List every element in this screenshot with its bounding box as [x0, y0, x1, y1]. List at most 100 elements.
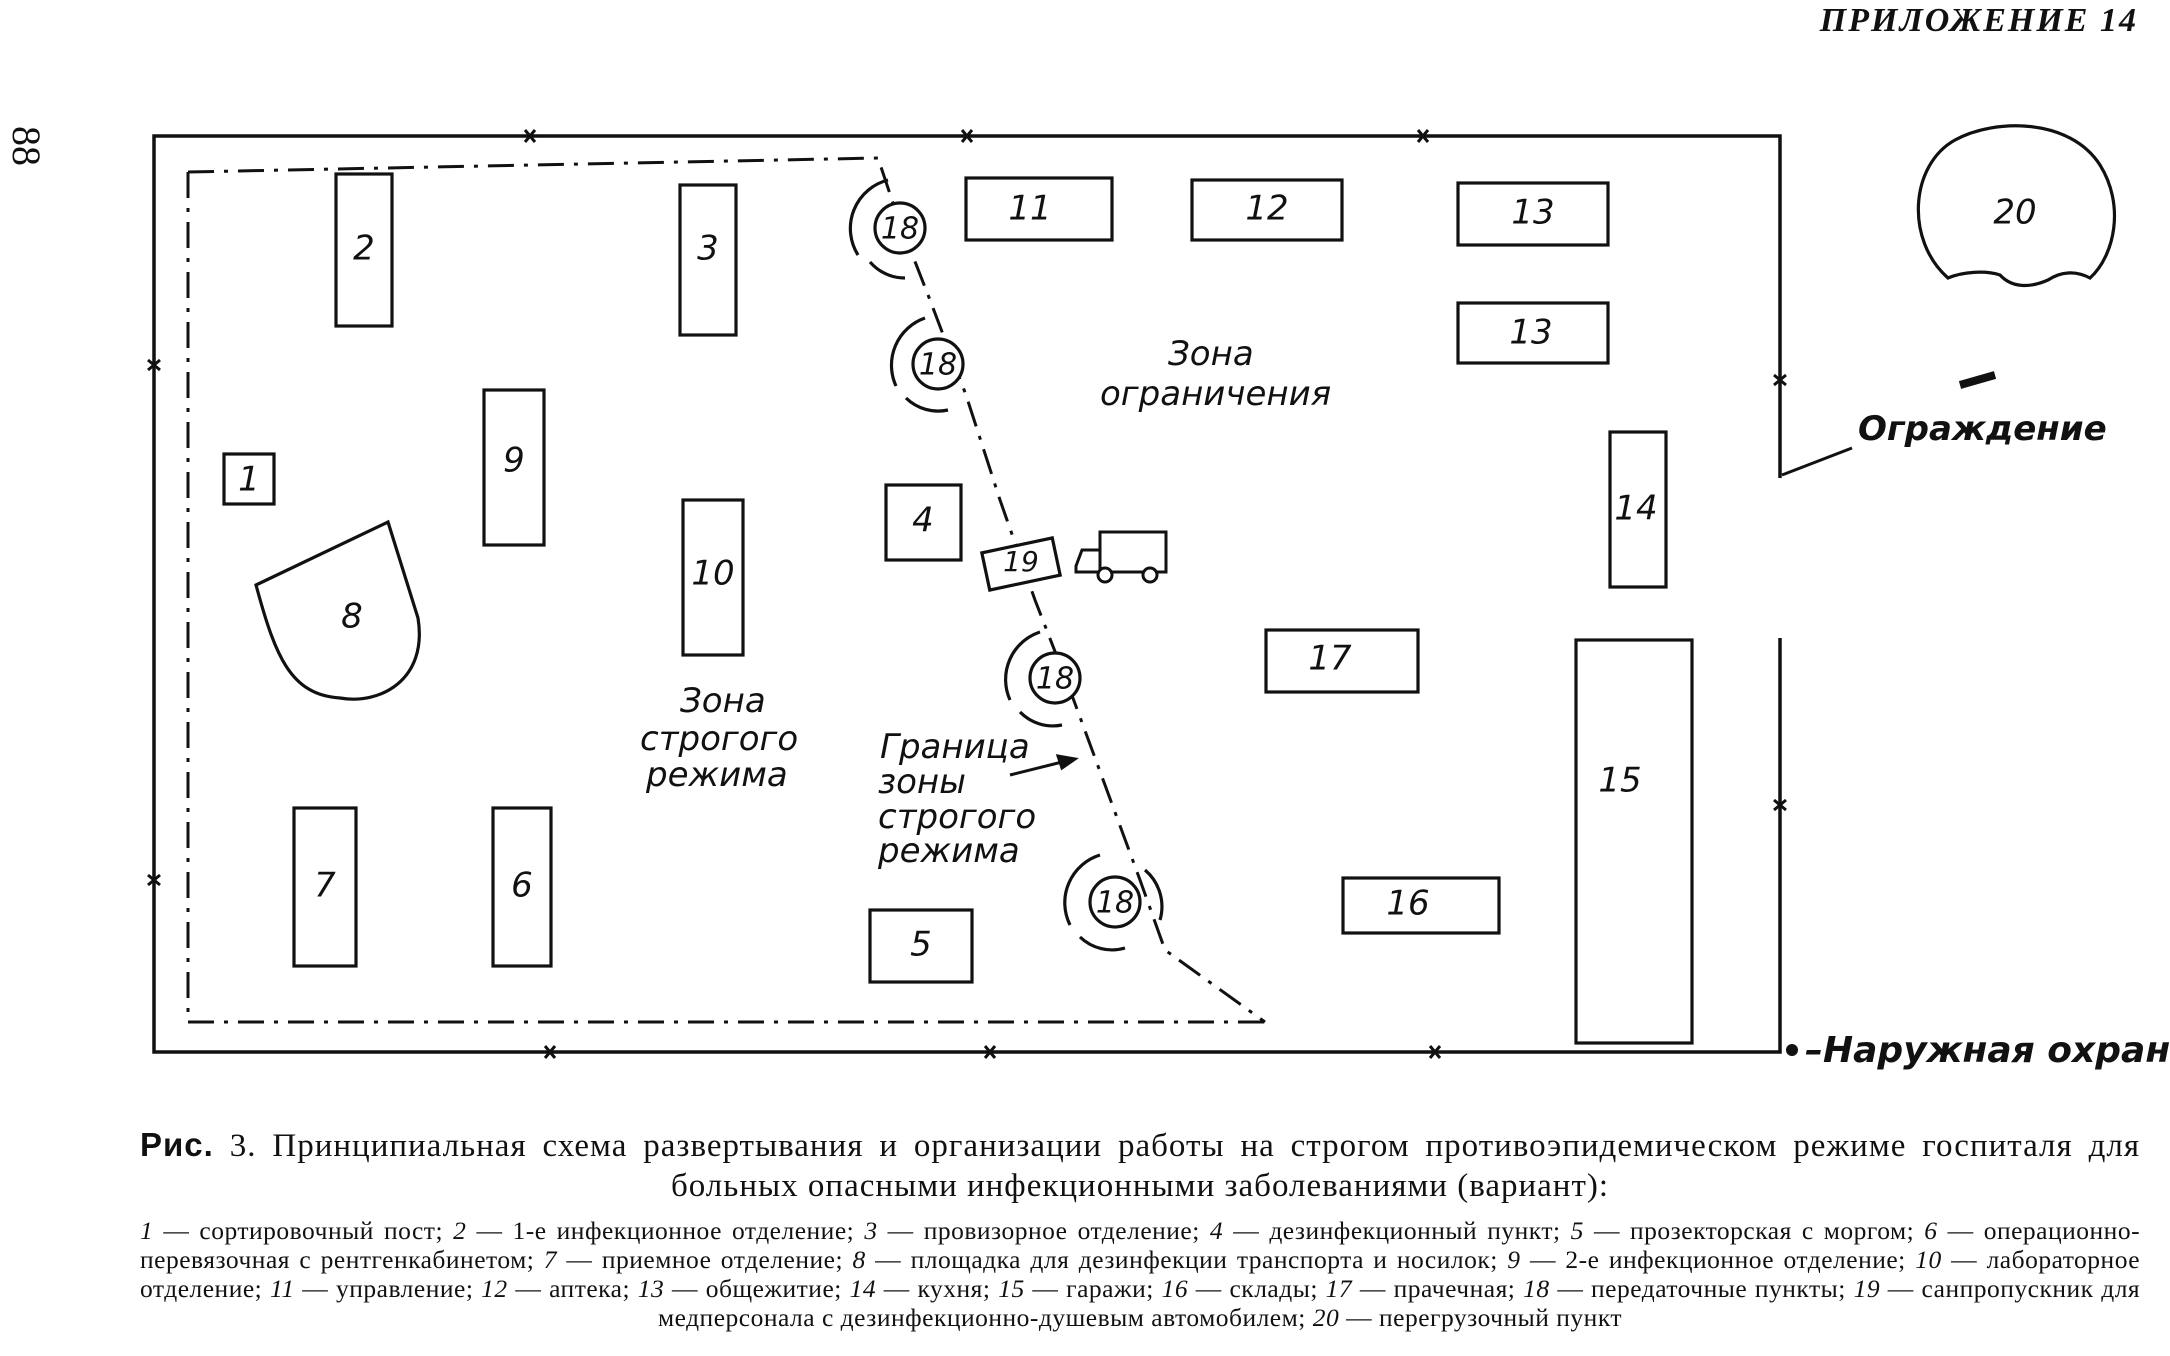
svg-text:6: 6 — [511, 866, 533, 906]
building-14: 14 — [1608, 430, 1668, 589]
border-label-line4: режима — [877, 831, 1020, 871]
svg-text:9: 9 — [503, 441, 525, 481]
svg-text:11: 11 — [1008, 189, 1051, 229]
legend-text: управление; — [336, 1274, 474, 1303]
building-19: 19 — [979, 536, 1063, 592]
legend-number: 17 — [1325, 1274, 1353, 1303]
legend-item: 2 — 1-е инфекционное отделение; — [453, 1216, 855, 1245]
legend-number: 16 — [1161, 1274, 1189, 1303]
caption-text: Принципиальная схема развертывания и орг… — [272, 1128, 2141, 1204]
svg-text:18: 18 — [1096, 886, 1134, 921]
svg-text:2: 2 — [353, 229, 375, 269]
fence-label: Ограждение — [1858, 409, 2107, 449]
building-6: 6 — [491, 806, 553, 968]
legend-item: 3 — провизорное отделение; — [864, 1216, 1200, 1245]
building-12: 12 — [1190, 178, 1344, 242]
building-1: 1 — [222, 452, 276, 506]
legend: 1 — сортировочный пост; 2 — 1-е инфекцио… — [140, 1216, 2140, 1332]
legend-item: 20 — перегрузочный пункт — [1312, 1303, 1623, 1332]
outer-guard-label: –Наружная охрана — [1805, 1030, 2170, 1071]
legend-item: 17 — прачечная; — [1325, 1274, 1516, 1303]
legend-number: 20 — [1312, 1303, 1340, 1332]
legend-text: склады; — [1229, 1274, 1318, 1303]
zone-strict-line3: режима — [645, 755, 788, 795]
building-20: 20 — [1916, 124, 2117, 287]
legend-number: 3 — [864, 1216, 878, 1245]
building-10: 10 — [681, 498, 745, 657]
legend-text: 2-е инфекционное отделение; — [1565, 1245, 1906, 1274]
building-5: 5 — [868, 908, 974, 984]
legend-number: 7 — [543, 1245, 557, 1274]
outer-guard-dot — [1786, 1044, 1798, 1056]
zone-restriction-line1: Зона — [1168, 334, 1254, 374]
transfer-point-18-1: 18 — [848, 178, 927, 280]
transfer-point-18-2: 18 — [889, 316, 965, 413]
transfer-point-18-4: 18 — [1063, 853, 1164, 952]
zone-strict-line2: строгого — [640, 719, 798, 759]
legend-item: 5 — прозекторская с моргом; — [1570, 1216, 1915, 1245]
legend-item: 16 — склады; — [1161, 1274, 1318, 1303]
border-label-line2: зоны — [878, 762, 966, 802]
fence-leader — [1781, 371, 1997, 477]
legend-number: 1 — [140, 1216, 154, 1245]
svg-text:12: 12 — [1245, 189, 1288, 229]
svg-text:8: 8 — [341, 597, 363, 637]
building-2: 2 — [334, 172, 394, 328]
figure-number: 3. — [229, 1128, 257, 1164]
outer-guard-marks — [147, 129, 1787, 1059]
legend-text: дезинфекционный пункт; — [1269, 1216, 1561, 1245]
building-15: 15 — [1574, 638, 1694, 1045]
svg-text:13: 13 — [1509, 313, 1552, 353]
legend-number: 15 — [998, 1274, 1025, 1303]
legend-text: прачечная; — [1393, 1274, 1516, 1303]
legend-item: 7 — приемное отделение; — [543, 1245, 844, 1274]
building-13a: 13 — [1456, 181, 1610, 247]
legend-number: 2 — [453, 1216, 467, 1245]
legend-item: 18 — передаточные пункты; — [1523, 1274, 1846, 1303]
zone-labels: Зона ограничения Зона строгого режима Гр… — [640, 334, 2170, 1071]
border-label-line3: строгого — [878, 797, 1036, 837]
legend-item: 15 — гаражи; — [998, 1274, 1154, 1303]
svg-text:4: 4 — [912, 501, 934, 541]
svg-text:18: 18 — [919, 348, 957, 383]
svg-text:13: 13 — [1511, 193, 1554, 233]
legend-text: кухня; — [917, 1274, 991, 1303]
legend-number: 10 — [1915, 1245, 1942, 1274]
buildings: 1 2 3 4 5 6 7 8 9 10 11 12 13 13 14 15 1… — [222, 124, 2117, 1045]
legend-number: 18 — [1523, 1274, 1550, 1303]
disinfection-vehicle-icon — [1074, 530, 1168, 584]
building-8: 8 — [254, 519, 421, 701]
legend-text: гаражи; — [1066, 1274, 1154, 1303]
svg-text:7: 7 — [314, 866, 336, 906]
legend-item: 14 — кухня; — [849, 1274, 991, 1303]
legend-number: 12 — [481, 1274, 508, 1303]
svg-text:15: 15 — [1598, 761, 1641, 801]
legend-text: общежитие; — [705, 1274, 842, 1303]
transfer-point-18-3: 18 — [1004, 630, 1082, 728]
legend-text: прозекторская с моргом; — [1630, 1216, 1915, 1245]
legend-text: перегрузочный пункт — [1378, 1303, 1623, 1332]
zone-strict-line1: Зона — [680, 681, 766, 721]
legend-item: 12 — аптека; — [481, 1274, 631, 1303]
legend-number: 11 — [269, 1274, 295, 1303]
border-label-line1: Граница — [880, 727, 1030, 767]
legend-item: 1 — сортировочный пост; — [140, 1216, 444, 1245]
building-7: 7 — [292, 806, 358, 968]
building-3: 3 — [678, 183, 738, 337]
svg-text:18: 18 — [1036, 662, 1074, 697]
legend-item: 6 — операционно-перевязочная с рентгенка… — [140, 1216, 2141, 1274]
building-11: 11 — [964, 176, 1114, 242]
legend-item: 13 — общежитие; — [637, 1274, 842, 1303]
svg-text:17: 17 — [1308, 639, 1352, 679]
svg-text:20: 20 — [1993, 193, 2036, 233]
caption-title: Рис. 3. Принципиальная схема развертыван… — [140, 1125, 2140, 1206]
legend-text: санпропускник для медперсонала с дезинфе… — [657, 1274, 2141, 1332]
building-13b: 13 — [1456, 301, 1610, 365]
svg-text:14: 14 — [1614, 489, 1657, 529]
appendix-header: ПРИЛОЖЕНИЕ 14 — [1819, 2, 2138, 39]
legend-text: лабораторное отделение; — [140, 1245, 2141, 1303]
legend-text: сортировочный пост; — [199, 1216, 444, 1245]
border-arrow — [1009, 754, 1079, 777]
legend-text: провизорное отделение; — [923, 1216, 1200, 1245]
